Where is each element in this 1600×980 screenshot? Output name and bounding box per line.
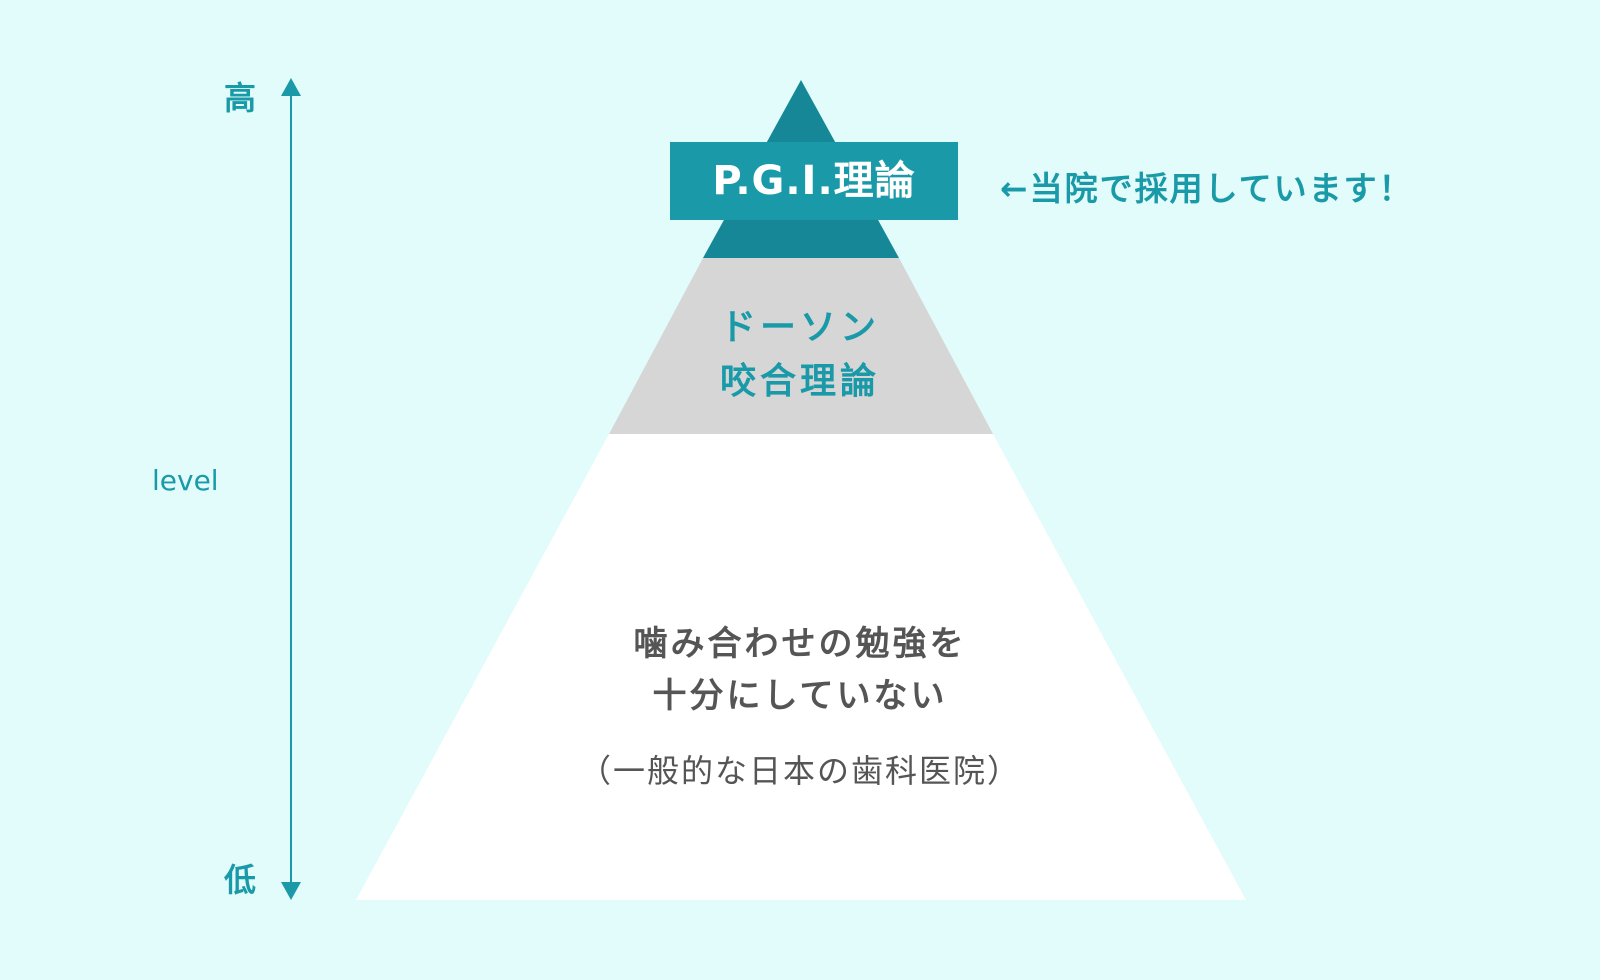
base-tier-line-1: 噛み合わせの勉強を xyxy=(633,624,967,664)
axis-arrow-down-icon xyxy=(281,882,301,900)
pgi-theory-label: P.G.I.理論 xyxy=(712,158,916,204)
axis-low-label: 低 xyxy=(224,861,257,899)
base-tier-line-2: 十分にしていない xyxy=(652,676,948,716)
axis-high-label: 高 xyxy=(224,79,257,117)
pyramid-tier-base xyxy=(356,434,1246,900)
dawson-theory-line-2: 咬合理論 xyxy=(719,361,880,402)
pgi-label-band xyxy=(670,142,958,220)
axis-level-label: level xyxy=(152,464,219,497)
dawson-theory-line-1: ドーソン xyxy=(719,307,880,348)
base-tier-subtitle: （一般的な日本の歯科医院） xyxy=(578,752,1021,790)
pyramid-tier-middle xyxy=(609,258,993,434)
adopted-note: ←当院で採用しています！ xyxy=(1000,169,1414,208)
axis-arrow-up-icon xyxy=(281,78,301,96)
